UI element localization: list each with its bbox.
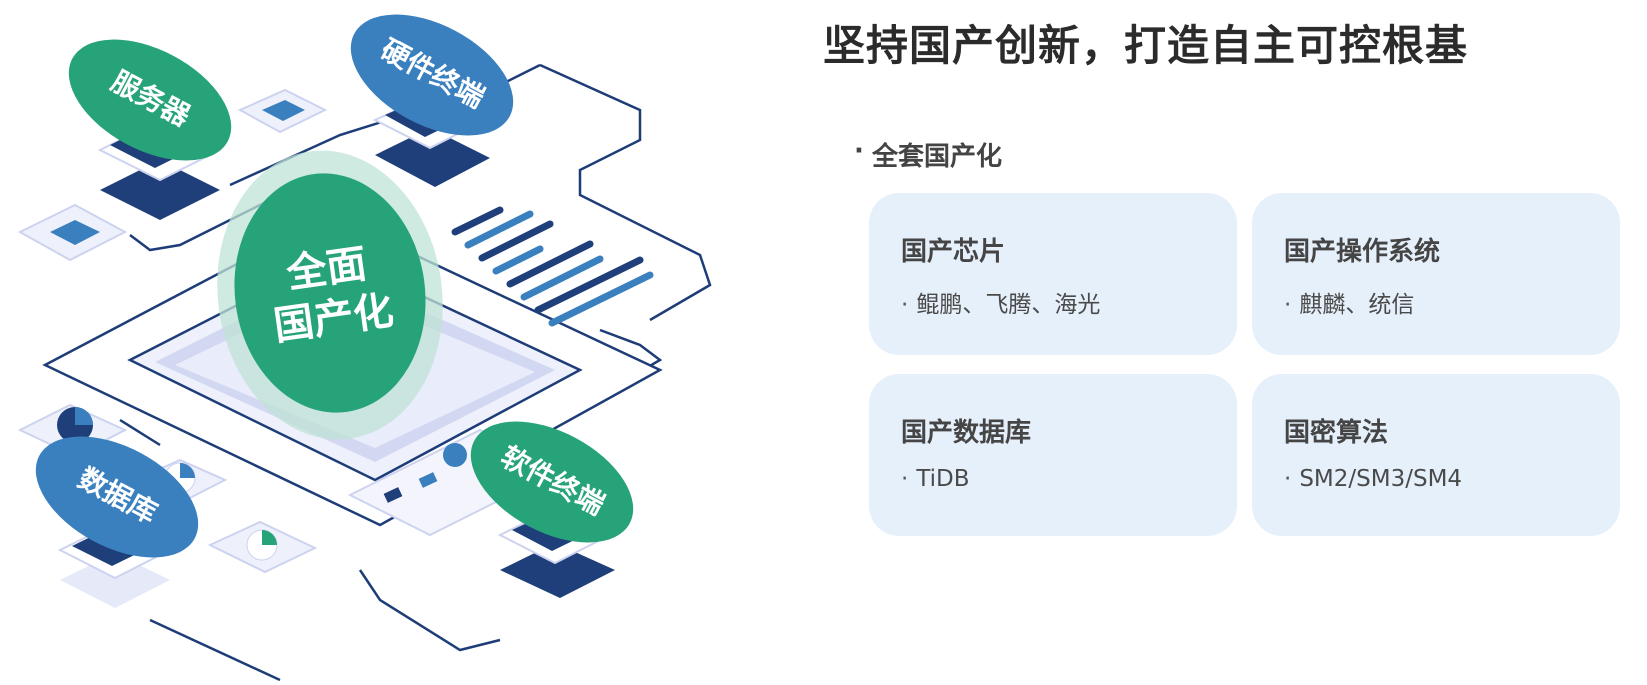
isometric-diagram: 服务器 硬件终端 数据库 软件终端 全面 国产化: [17, 14, 712, 682]
bullet: ·: [1284, 292, 1292, 318]
card-title: 国产操作系统: [1284, 237, 1441, 267]
center-badge: [217, 150, 443, 440]
card-domestic-os: 国产操作系统 · 麒麟、统信: [1252, 193, 1620, 355]
card-item: · TiDB: [901, 466, 970, 492]
card-item-text: 鲲鹏、飞腾、海光: [916, 292, 1101, 318]
card-title: 国产芯片: [901, 237, 1006, 267]
card-item-text: SM2/SM3/SM4: [1299, 466, 1463, 492]
card-national-crypto: 国密算法 · SM2/SM3/SM4: [1252, 374, 1620, 536]
card-title: 国密算法: [1284, 418, 1389, 448]
bullet: ·: [901, 292, 909, 318]
tag-software-shape: [470, 421, 634, 543]
bullet: ·: [1284, 466, 1292, 492]
tag-server-shape: [68, 39, 232, 161]
floating-tiles: [17, 88, 328, 574]
page-title: 坚持国产创新，打造自主可控根基: [823, 21, 1469, 70]
tag-database-shape: [35, 436, 199, 558]
section-heading: 全套国产化: [854, 136, 1002, 173]
card-item-text: TiDB: [916, 466, 970, 492]
card-domestic-chips: 国产芯片 · 鲲鹏、飞腾、海光: [869, 193, 1237, 355]
tag-hardware-shape: [350, 14, 514, 136]
card-domestic-database: 国产数据库 · TiDB: [869, 374, 1237, 536]
bar-stripes: [451, 206, 654, 327]
card-item: · SM2/SM3/SM4: [1284, 466, 1462, 492]
bullet: ·: [901, 466, 909, 492]
card-item: · 麒麟、统信: [1284, 285, 1414, 319]
card-title: 国产数据库: [901, 418, 1032, 448]
isometric-illustration: 服务器 硬件终端 数据库 软件终端 全面 国产化: [0, 0, 720, 685]
card-item-text: 麒麟、统信: [1299, 292, 1415, 318]
card-item: · 鲲鹏、飞腾、海光: [901, 285, 1100, 319]
center-label-line1: 全面: [283, 241, 370, 298]
